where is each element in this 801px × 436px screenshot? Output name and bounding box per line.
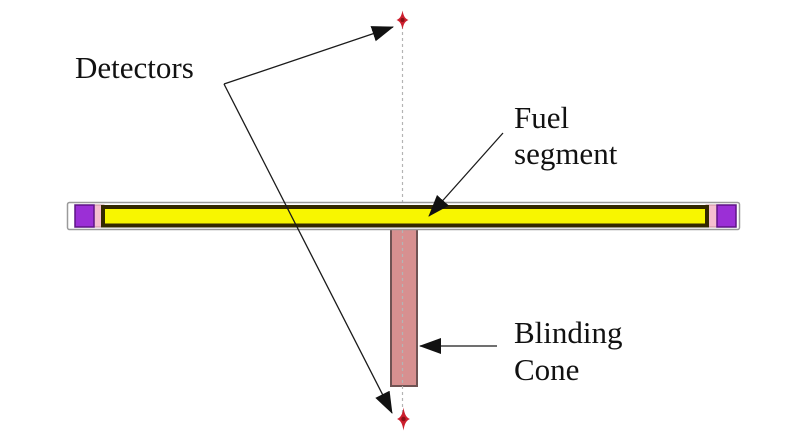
arrow-to-top-detector — [223, 26, 394, 85]
blinding-cone-label: Blinding Cone — [514, 315, 623, 387]
arrow-to-bottom-detector — [223, 83, 393, 414]
detector-point-top-icon — [396, 10, 409, 30]
fuel-rod-assembly — [66, 201, 741, 231]
blinding-cone-label-line2: Cone — [514, 352, 579, 387]
detector-block-left — [74, 204, 95, 228]
fuel-segment-label: Fuel segment — [514, 100, 618, 171]
fuel-segment-arrow — [428, 132, 504, 217]
fuel-segment-label-line2: segment — [514, 136, 618, 171]
detector-point-bottom-icon — [397, 407, 410, 431]
blinding-cone — [390, 228, 418, 387]
fuel-segment-bar — [101, 205, 709, 228]
blinding-cone-label-line1: Blinding — [514, 315, 623, 350]
fuel-segment-label-line1: Fuel — [514, 100, 569, 135]
star-core — [401, 416, 406, 422]
star-core — [400, 18, 405, 22]
detectors-label: Detectors — [75, 50, 194, 85]
detector-block-right — [716, 204, 737, 228]
